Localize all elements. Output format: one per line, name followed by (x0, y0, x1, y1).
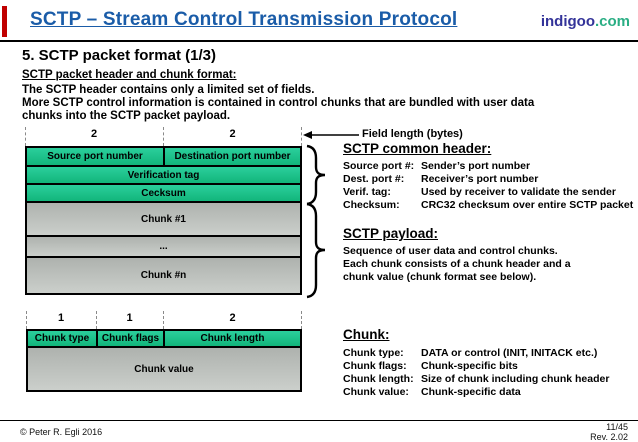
payload-line: chunk value (chunk format see below). (343, 271, 537, 283)
copyright: © Peter R. Egli 2016 (20, 427, 103, 437)
brand-tld: .com (594, 13, 630, 30)
body-line: The SCTP header contains only a limited … (22, 84, 315, 96)
definition-term: Chunk flags: (343, 360, 407, 372)
section-heading: 5. SCTP packet format (1/3) (22, 47, 216, 64)
definition-row: Chunk length: Size of chunk including chu… (343, 373, 609, 386)
byte-length-label: 1 (57, 312, 65, 324)
tick-mark (301, 127, 302, 146)
definition-term: Checksum: (343, 199, 400, 211)
page-info: 11/45 Rev. 2.02 (590, 422, 628, 442)
body-line: More SCTP control information is contain… (22, 97, 535, 109)
byte-length-label: 2 (229, 312, 236, 324)
definition-term: Dest. port #: (343, 173, 405, 185)
definition-desc: Chunk-specific data (421, 386, 521, 398)
definition-desc: Chunk-specific bits (421, 360, 518, 372)
definition-term: Chunk value: (343, 386, 409, 398)
body-line: chunks into the SCTP packet payload. (22, 110, 231, 122)
definition-row: Verif. tag: Used by receiver to validate … (343, 186, 633, 199)
section-subheading: SCTP packet header and chunk format: (22, 69, 237, 81)
chunk-title: Chunk: (343, 327, 390, 342)
definition-row: Checksum: CRC32 checksum over entire SCTP… (343, 199, 633, 212)
byte-length-label: 2 (229, 128, 236, 140)
common-header-rows: Source port #: Sender’s port number Dest.… (343, 160, 633, 212)
definition-row: Source port #: Sender’s port number (343, 160, 633, 173)
page-number: 11/45 (606, 422, 628, 432)
payload-description: Sequence of user data and control chunks… (343, 245, 571, 284)
payload-line: Each chunk consists of a chunk header an… (343, 258, 571, 270)
brand-logo: indigoo.com (541, 13, 630, 30)
field-chunk-value: Chunk value (26, 346, 302, 392)
definition-desc: Receiver’s port number (421, 173, 539, 185)
tick-mark (301, 311, 302, 329)
field-checksum: Cecksum (25, 183, 302, 203)
brand-name: indigoo (540, 13, 595, 30)
definition-term: Verif. tag: (343, 186, 391, 198)
brace-icon (306, 202, 326, 299)
payload-title: SCTP payload: (343, 226, 439, 241)
definition-desc: DATA or control (INIT, INITACK etc.) (421, 347, 598, 359)
slide-title: SCTP – Stream Control Transmission Proto… (30, 9, 458, 30)
tick-mark (96, 311, 97, 329)
definition-desc: Sender’s port number (421, 160, 531, 172)
field-chunk-1: Chunk #1 (25, 201, 302, 237)
byte-length-label: 2 (90, 128, 98, 140)
definition-term: Chunk type: (343, 347, 404, 359)
definition-desc: Size of chunk including chunk header (421, 373, 610, 385)
revision: Rev. 2.02 (590, 432, 628, 442)
field-chunk-n: Chunk #n (25, 256, 302, 295)
chunk-rows: Chunk type: DATA or control (INIT, INITAC… (343, 347, 609, 399)
field-length-note: Field length (bytes) (362, 128, 463, 140)
definition-row: Chunk type: DATA or control (INIT, INITAC… (343, 347, 609, 360)
footer-divider (0, 420, 638, 421)
definition-desc: CRC32 checksum over entire SCTP packet (421, 199, 634, 211)
definition-desc: Used by receiver to validate the sender (421, 186, 616, 198)
definition-row: Chunk flags: Chunk-specific bits (343, 360, 609, 373)
tick-mark (163, 311, 164, 329)
red-accent-bar (2, 6, 7, 37)
tick-mark (25, 127, 26, 146)
tick-mark (26, 311, 27, 329)
field-verification-tag: Verification tag (25, 165, 302, 185)
definition-term: Chunk length: (343, 373, 414, 385)
definition-row: Chunk value: Chunk-specific data (343, 386, 609, 399)
brace-icon (306, 144, 326, 206)
definition-term: Source port #: (343, 160, 415, 172)
definition-row: Dest. port #: Receiver’s port number (343, 173, 633, 186)
header-divider (0, 40, 638, 42)
left-arrow-icon (303, 131, 359, 139)
payload-line: Sequence of user data and control chunks… (343, 245, 558, 257)
tick-mark (163, 127, 164, 146)
field-source-port: Source port number (25, 146, 165, 167)
byte-length-label: 1 (126, 312, 133, 324)
field-chunk-ellipsis: ... (25, 235, 302, 258)
common-header-title: SCTP common header: (343, 141, 492, 156)
field-destination-port: Destination port number (163, 146, 302, 167)
